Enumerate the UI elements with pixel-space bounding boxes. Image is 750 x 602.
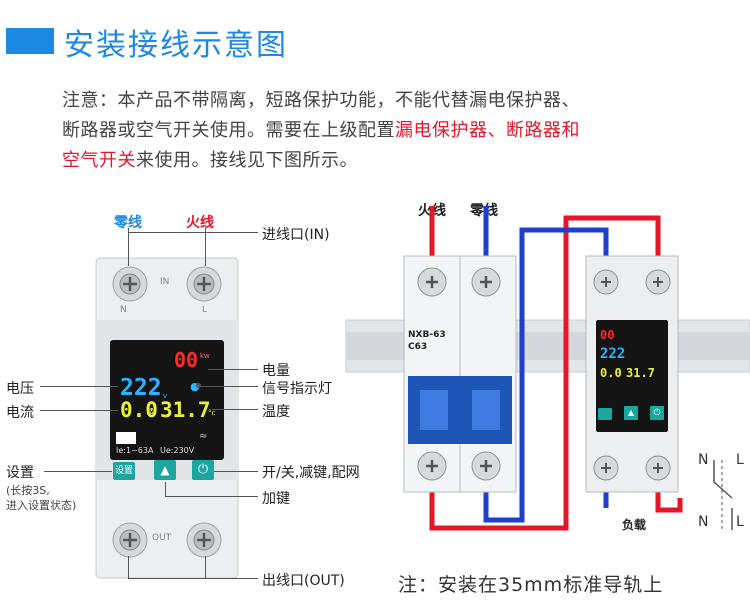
callout-plus: 加键 (262, 491, 290, 507)
note-warning-1: 漏电保护器、断路器和 (395, 120, 580, 141)
bottom-terminal-mark: OUT (152, 533, 172, 543)
callout-in-port: 进线口(IN) (262, 227, 330, 243)
note-line-3: 空气开关来使用。接线见下图所示。 (62, 150, 358, 171)
footer-note: 注：安装在35mm标准导轨上 (398, 574, 664, 596)
power-button[interactable]: ⏻ (192, 460, 214, 480)
load-label: 负载 (622, 518, 647, 532)
current-readout: 0.0 (120, 398, 158, 422)
neutral-wire-label: 零线 (114, 215, 142, 231)
right-display-current: 0.0 (600, 366, 622, 380)
top-terminal-mark: IN (160, 277, 170, 287)
right-display-power: 00 (600, 328, 615, 342)
callout-settings-note-1: (长按3S, (6, 484, 50, 497)
note-line-1: 注意：本产品不带隔离，短路保护功能，不能代替漏电保护器、 (62, 90, 580, 111)
callout-out-port: 出线口(OUT) (262, 573, 345, 589)
right-smart-meter (585, 255, 679, 493)
plus-button[interactable]: ▲ (154, 460, 176, 480)
bottom-terminal-l (186, 522, 222, 558)
right-set-button[interactable] (598, 408, 612, 420)
callout-onoff: 开/关,减键,配网 (262, 465, 360, 481)
callout-signal: 信号指示灯 (262, 381, 332, 397)
voltage-readout: 222 (120, 375, 162, 401)
page-title: 安装接线示意图 (64, 28, 288, 63)
left-mark-n: N (120, 305, 127, 315)
note-line-2: 断路器或空气开关使用。需要在上级配置漏电保护器、断路器和 (62, 120, 580, 141)
temp-readout: 31.7 (160, 398, 211, 422)
callout-power: 电量 (262, 363, 290, 379)
right-display-voltage: 222 (600, 346, 626, 362)
brand-logo (116, 432, 136, 444)
wiring-diagram (345, 206, 750, 531)
top-terminal-n (112, 266, 148, 302)
power-icon: ⏻ (653, 408, 661, 418)
breaker-to-device-neutral (483, 227, 609, 523)
spec-current: Ie:1~63A (116, 446, 154, 455)
right-display-temp: 31.7 (626, 366, 655, 380)
breaker-model: NXB-63 (408, 330, 446, 340)
power-icon: ⏻ (197, 462, 209, 477)
up-arrow-icon: ▲ (160, 463, 170, 477)
temp-unit: °c (208, 409, 216, 417)
breaker-to-device-live (429, 215, 661, 531)
callout-settings-note-2: 进入设置状态) (6, 499, 77, 512)
current-unit: A (149, 409, 154, 417)
device-out-live (655, 480, 683, 513)
set-button[interactable]: 设置 (113, 462, 135, 480)
callout-settings: 设置 (6, 465, 34, 481)
callout-temperature: 温度 (262, 404, 290, 420)
spec-voltage: Ue:230V (160, 446, 195, 455)
signal-icon: ● (190, 380, 200, 393)
live-wire-label: 火线 (186, 215, 214, 231)
power-readout: 00 (174, 348, 199, 372)
bottom-terminal-n (112, 522, 148, 558)
circuit-breaker (403, 255, 517, 493)
note-warning-2: 空气开关 (62, 150, 136, 171)
power-unit: kw (200, 352, 210, 360)
left-device-illustration (95, 257, 239, 579)
breaker-rating: C63 (408, 342, 428, 352)
callout-voltage: 电压 (6, 381, 34, 397)
title-accent-bar (6, 28, 54, 54)
switch-n-top: N (698, 452, 709, 468)
up-arrow-icon: ▲ (627, 408, 635, 417)
top-terminal-l (186, 266, 222, 302)
switch-l-top: L (736, 452, 744, 468)
switch-n-bottom: N (698, 514, 709, 530)
install-note: 注意：本产品不带隔离，短路保护功能，不能代替漏电保护器、 断路器或空气开关使用。… (62, 86, 722, 176)
left-mark-l: L (202, 305, 208, 315)
voltage-unit: v (163, 392, 168, 400)
right-power-button[interactable]: ⏻ (650, 406, 664, 420)
callout-current: 电流 (6, 405, 34, 421)
wifi-icon: ≈ (199, 431, 208, 442)
switch-l-bottom: L (736, 514, 744, 530)
switch-symbol (713, 460, 733, 530)
right-plus-button[interactable]: ▲ (624, 406, 638, 420)
